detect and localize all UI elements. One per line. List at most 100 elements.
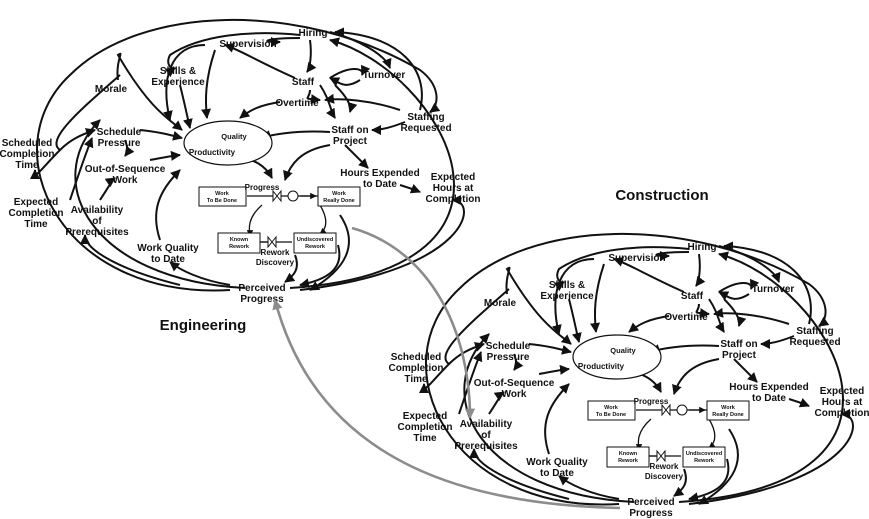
node-scheduled-completion-2: Completion bbox=[0, 149, 55, 160]
stock-work-really-done-2: Really Done bbox=[712, 412, 743, 418]
stock-known-rework: Known bbox=[230, 237, 249, 243]
node-availability: Availability bbox=[71, 205, 124, 216]
node-expected-hours-2: Hours at bbox=[433, 183, 474, 194]
node-skills: Skills & bbox=[549, 280, 585, 291]
node-schedule-pressure: Schedule bbox=[97, 127, 142, 138]
node-work-quality: Work Quality bbox=[137, 243, 199, 254]
node-expected-hours: Expected bbox=[431, 172, 475, 183]
node-overtime: Overtime bbox=[664, 312, 708, 323]
node-work-quality: Work Quality bbox=[526, 457, 588, 468]
node-hours-expended: Hours Expended bbox=[340, 168, 419, 179]
stock-undiscovered-rework-2: Rework bbox=[694, 458, 715, 464]
stock-work-really-done: Work bbox=[332, 191, 347, 197]
node-staff-on-project: Staff on bbox=[720, 339, 757, 350]
node-staff: Staff bbox=[681, 291, 704, 302]
node-quality: Quality bbox=[610, 346, 636, 355]
node-staff-on-project-2: Project bbox=[722, 350, 757, 361]
node-rework-discovery-2: Discovery bbox=[256, 258, 295, 267]
node-rework-discovery: Rework bbox=[650, 462, 679, 471]
stock-work-to-be-done: Work bbox=[604, 405, 619, 411]
node-staff-on-project: Staff on bbox=[331, 125, 368, 136]
node-expected-hours: Expected bbox=[820, 386, 864, 397]
node-schedule-pressure-2: Pressure bbox=[487, 352, 530, 363]
node-perceived-progress: Perceived bbox=[238, 283, 285, 294]
stock-known-rework-2: Rework bbox=[618, 458, 639, 464]
construction-sector: Supervision Hiring Skills & Experience S… bbox=[389, 234, 869, 519]
node-staffing: Staffing bbox=[407, 112, 444, 123]
node-turnover: Turnover bbox=[752, 284, 795, 295]
node-hours-expended: Hours Expended bbox=[729, 382, 808, 393]
node-hiring: Hiring bbox=[688, 242, 717, 253]
node-expected-completion: Expected bbox=[403, 411, 447, 422]
node-staffing: Staffing bbox=[796, 326, 833, 337]
node-availability-3: Prerequisites bbox=[65, 227, 129, 238]
node-perceived-progress: Perceived bbox=[627, 497, 674, 508]
stock-undiscovered-rework: Undiscovered bbox=[686, 451, 722, 457]
node-availability-2: of bbox=[481, 430, 491, 441]
node-scheduled-completion-3: Time bbox=[15, 160, 39, 171]
node-work-quality-2: to Date bbox=[540, 468, 574, 479]
node-staffing-2: Requested bbox=[400, 123, 451, 134]
node-skills: Skills & bbox=[160, 66, 196, 77]
node-staff: Staff bbox=[292, 77, 315, 88]
node-expected-hours-3: Completion bbox=[426, 194, 481, 205]
sector-title-construction: Construction bbox=[615, 187, 708, 204]
stock-work-to-be-done-2: To Be Done bbox=[207, 198, 237, 204]
node-expected-hours-3: Completion bbox=[815, 408, 869, 419]
node-scheduled-completion: Scheduled bbox=[2, 138, 53, 149]
link-engineering-to-construction bbox=[351, 226, 476, 420]
node-turnover: Turnover bbox=[363, 70, 406, 81]
node-availability-3: Prerequisites bbox=[454, 441, 518, 452]
node-out-of-sequence-2: Work bbox=[113, 175, 138, 186]
node-quality: Quality bbox=[221, 132, 247, 141]
node-progress: Progress bbox=[634, 397, 669, 406]
link-construction-to-engineering bbox=[272, 298, 621, 510]
engineering-sector: Supervision Hiring Skills & Experience S… bbox=[0, 20, 481, 305]
node-out-of-sequence: Out-of-Sequence bbox=[85, 164, 166, 175]
node-scheduled-completion-2: Completion bbox=[389, 363, 444, 374]
node-schedule-pressure: Schedule bbox=[486, 341, 531, 352]
stock-work-to-be-done: Work bbox=[215, 191, 230, 197]
node-hours-expended-2: to Date bbox=[363, 179, 397, 190]
node-availability-2: of bbox=[92, 216, 102, 227]
node-skills-2: Experience bbox=[540, 291, 594, 302]
stock-undiscovered-rework: Undiscovered bbox=[297, 237, 333, 243]
node-skills-2: Experience bbox=[151, 77, 205, 88]
node-expected-completion-2: Completion bbox=[9, 208, 64, 219]
node-rework-discovery-2: Discovery bbox=[645, 472, 684, 481]
node-overtime: Overtime bbox=[275, 98, 319, 109]
node-expected-completion: Expected bbox=[14, 197, 58, 208]
node-expected-completion-3: Time bbox=[24, 219, 48, 230]
stock-known-rework: Known bbox=[619, 451, 638, 457]
node-scheduled-completion: Scheduled bbox=[391, 352, 442, 363]
node-morale: Morale bbox=[484, 298, 517, 309]
stock-undiscovered-rework-2: Rework bbox=[305, 244, 326, 250]
stock-known-rework-2: Rework bbox=[229, 244, 250, 250]
node-productivity: Productivity bbox=[578, 362, 625, 371]
node-progress: Progress bbox=[245, 183, 280, 192]
node-expected-completion-3: Time bbox=[413, 433, 437, 444]
node-out-of-sequence: Out-of-Sequence bbox=[474, 378, 555, 389]
stock-work-really-done-2: Really Done bbox=[323, 198, 354, 204]
node-scheduled-completion-3: Time bbox=[404, 374, 428, 385]
node-hiring: Hiring bbox=[299, 28, 328, 39]
node-supervision: Supervision bbox=[608, 253, 665, 264]
node-expected-completion-2: Completion bbox=[398, 422, 453, 433]
node-perceived-progress-2: Progress bbox=[240, 294, 284, 305]
node-availability: Availability bbox=[460, 419, 513, 430]
node-hours-expended-2: to Date bbox=[752, 393, 786, 404]
node-morale: Morale bbox=[95, 84, 128, 95]
node-perceived-progress-2: Progress bbox=[629, 508, 673, 519]
node-supervision: Supervision bbox=[219, 39, 276, 50]
node-staff-on-project-2: Project bbox=[333, 136, 368, 147]
stock-work-to-be-done-2: To Be Done bbox=[596, 412, 626, 418]
node-out-of-sequence-2: Work bbox=[502, 389, 527, 400]
stock-work-really-done: Work bbox=[721, 405, 736, 411]
sector-title-engineering: Engineering bbox=[160, 317, 247, 334]
node-staffing-2: Requested bbox=[789, 337, 840, 348]
node-work-quality-2: to Date bbox=[151, 254, 185, 265]
node-schedule-pressure-2: Pressure bbox=[98, 138, 141, 149]
node-expected-hours-2: Hours at bbox=[822, 397, 863, 408]
